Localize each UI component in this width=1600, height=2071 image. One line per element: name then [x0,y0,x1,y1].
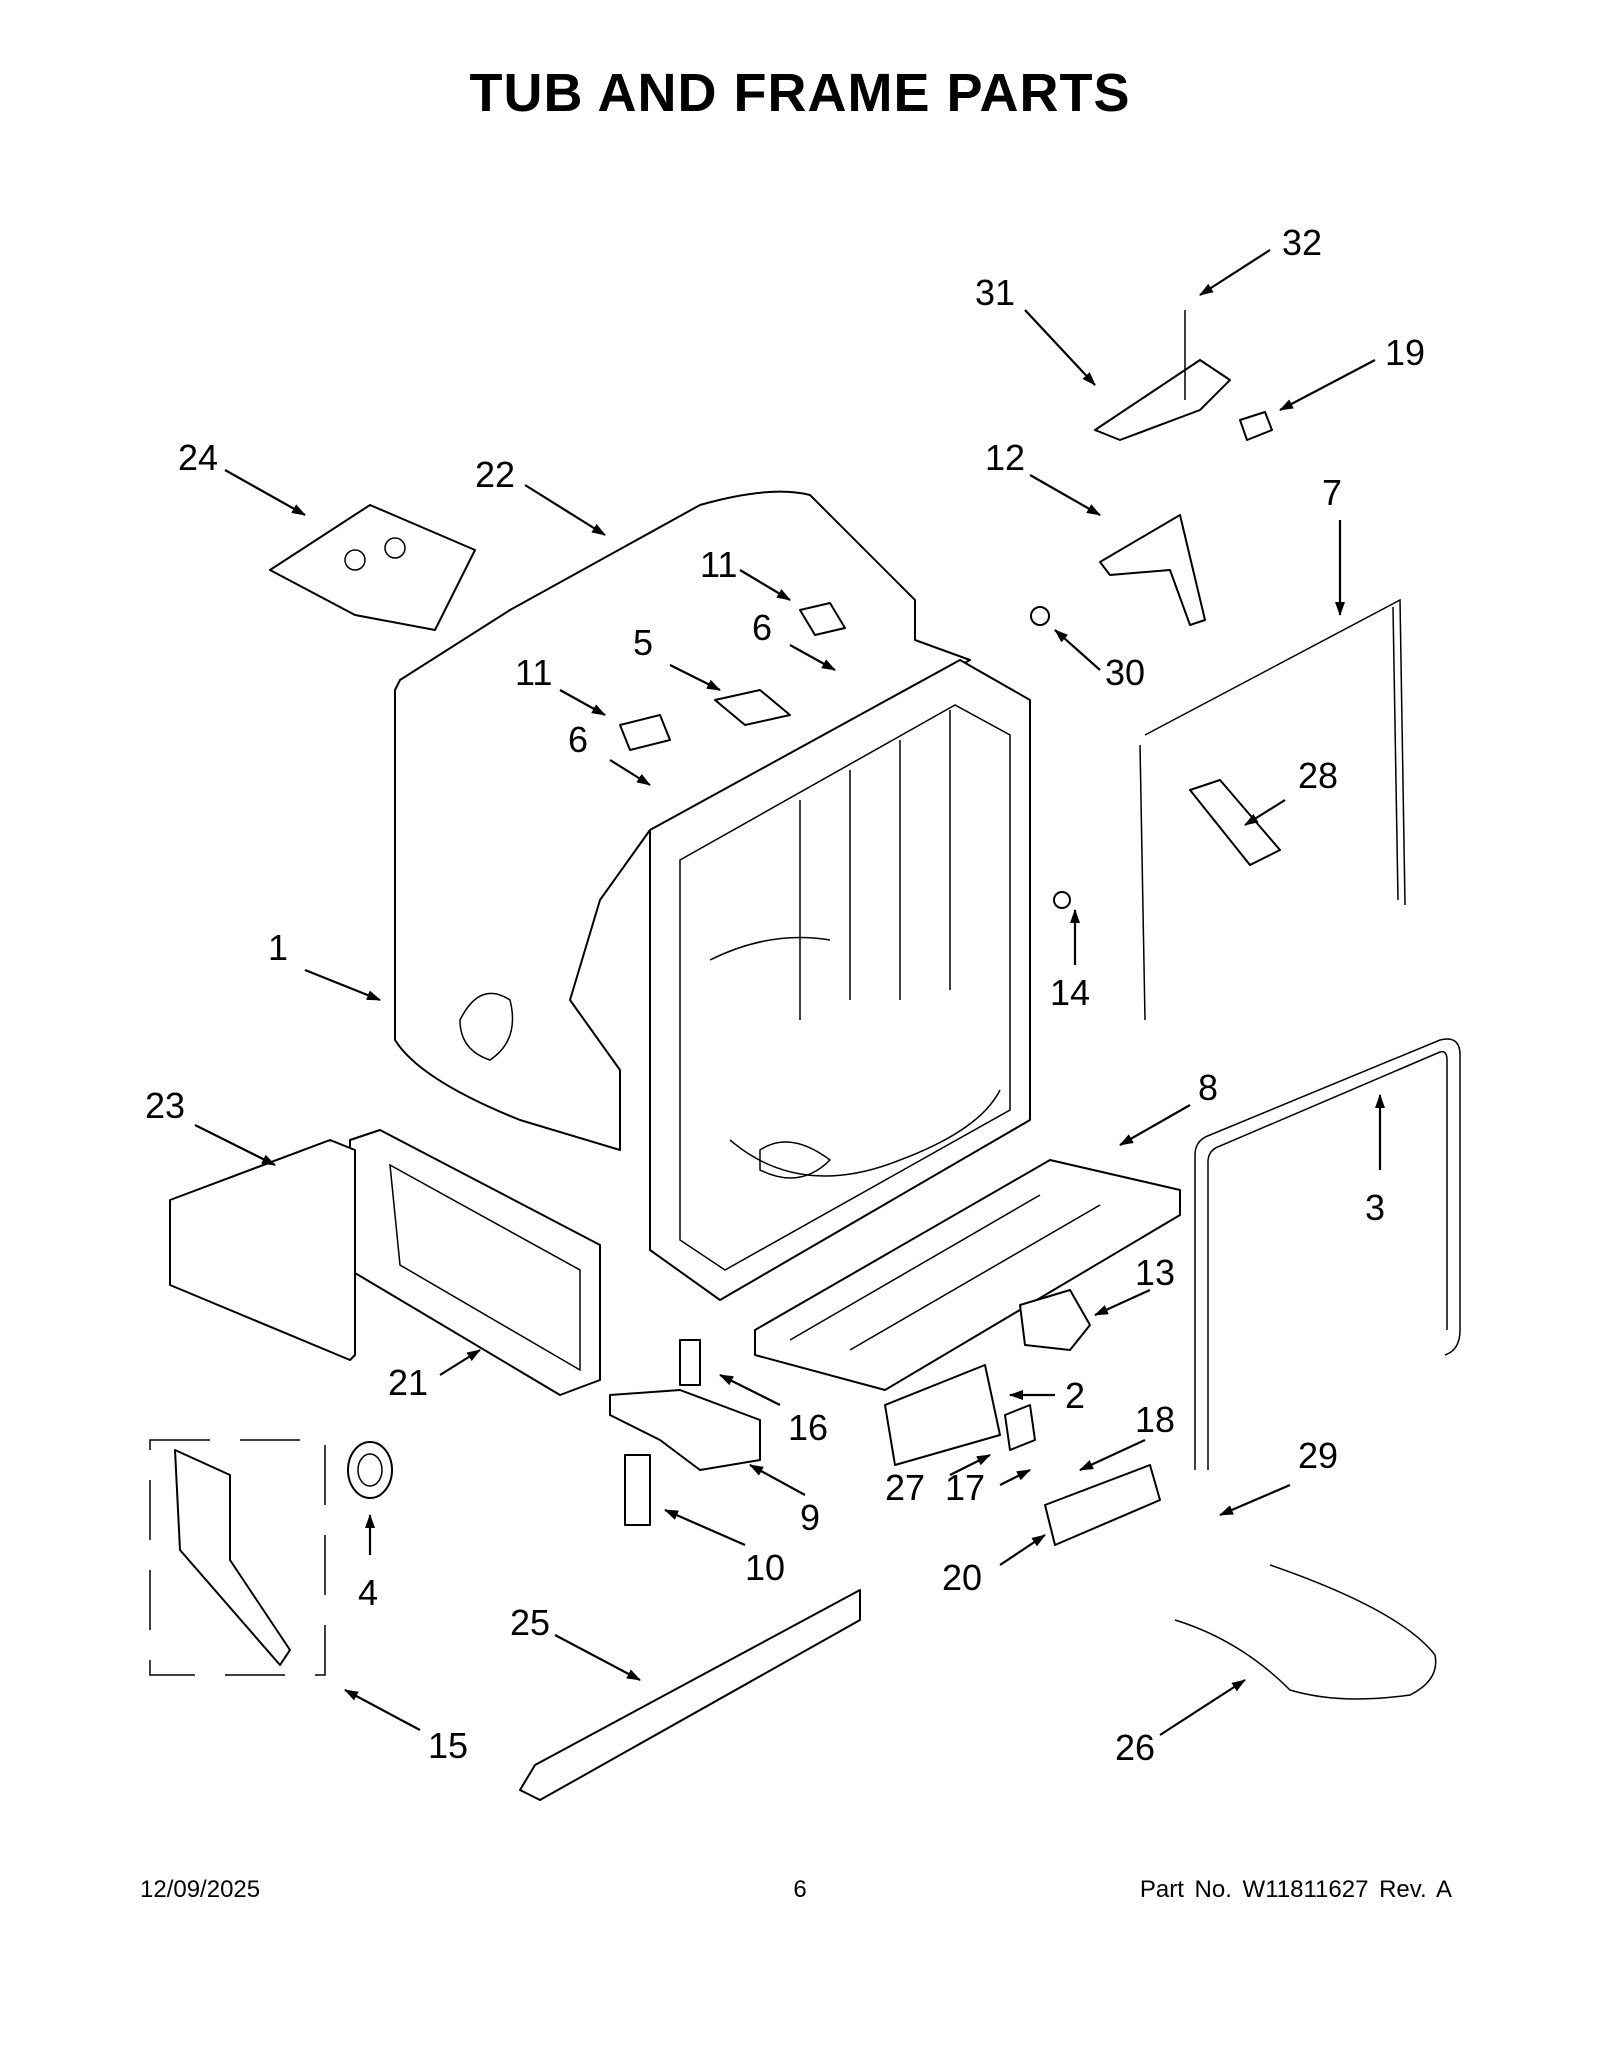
part-13-float [1019,1289,1091,1351]
callout-29: 29 [1298,1435,1338,1476]
callout-25: 25 [510,1602,550,1643]
part-7-door-gasket [1139,598,1406,1021]
callout-19: 19 [1385,332,1425,373]
callout-10: 10 [745,1547,785,1588]
callout-24: 24 [178,437,218,478]
callout-16: 16 [788,1407,828,1448]
callout-3: 3 [1365,1187,1385,1228]
leader-lines [194,249,1385,1736]
callout-17: 17 [945,1467,985,1508]
footer-page-number: 6 [793,1876,807,1903]
callout-11b: 11 [515,652,552,693]
part-30-plug [1030,606,1050,626]
callout-18: 18 [1135,1399,1175,1440]
callout-15: 15 [428,1725,468,1766]
part-1-tub [649,659,1031,1301]
part-4-wash-pump-part [347,1441,393,1499]
callout-4: 4 [358,1572,378,1613]
callout-1: 1 [268,927,288,968]
callout-31: 31 [975,272,1015,313]
callout-7: 7 [1322,472,1342,513]
part-28-hinge [1189,779,1281,866]
part-31-vent [1094,359,1231,441]
callout-2: 2 [1065,1375,1085,1416]
callout-6a: 6 [752,607,772,648]
part-21-front-frame [349,1129,601,1396]
part-23-toe-panel [169,1139,356,1361]
footer-part-number: Part No. W11811627 Rev. A [1139,1876,1452,1903]
part-8-base [754,1159,1181,1391]
part-25-front-rail [519,1589,861,1801]
footer-date: 12/09/2025 [140,1876,261,1903]
part-15-bracket-kit [149,1439,326,1676]
part-24-hardware-bag [269,504,476,631]
part-16-leveling-foot [679,1339,701,1386]
part-3-tub-gasket [1194,1038,1461,1470]
callout-30: 30 [1105,652,1145,693]
part-10-pipe [624,1454,651,1526]
callout-11a: 11 [700,544,737,585]
callout-6b: 6 [568,719,588,760]
part-12-bracket [1099,514,1206,626]
part-19-clip [1239,411,1273,441]
callout-14: 14 [1050,972,1090,1013]
callout-9: 9 [800,1497,820,1538]
callout-26: 26 [1115,1727,1155,1768]
callout-32: 32 [1282,222,1322,263]
part-11-bracket [619,602,846,751]
callout-21: 21 [388,1362,428,1403]
part-17-screw [1004,1404,1036,1451]
part-2-bracket [884,1364,1001,1466]
callout-12: 12 [985,437,1025,478]
callout-20: 20 [942,1557,982,1598]
part-5-bracket [714,689,791,726]
callout-23: 23 [145,1085,185,1126]
callout-5: 5 [633,622,653,663]
part-14-plug [1053,891,1071,909]
part-26-wire-harness [1174,1564,1437,1700]
callout-22: 22 [475,454,515,495]
part-9-leveling-leg [609,1389,761,1471]
part-20-bracket [1044,1464,1161,1546]
page-title: TUB AND FRAME PARTS [469,63,1131,123]
callout-13: 13 [1135,1252,1175,1293]
callout-8: 8 [1198,1067,1218,1108]
callout-27: 27 [885,1467,925,1508]
callout-28: 28 [1298,755,1338,796]
